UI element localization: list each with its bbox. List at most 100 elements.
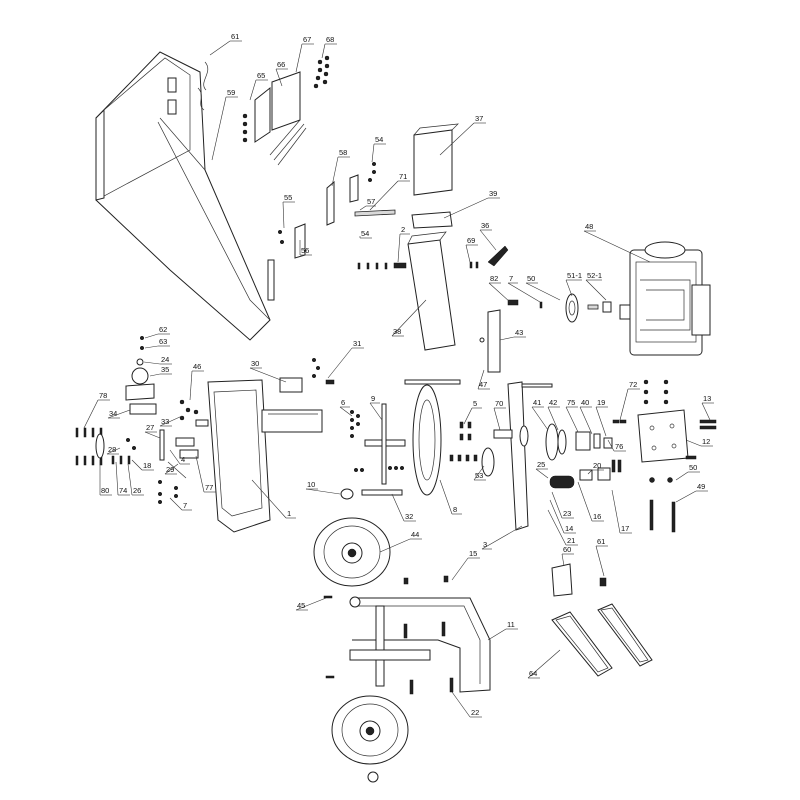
callout-number: 61: [231, 32, 239, 41]
callout-number: 24: [161, 355, 169, 364]
callout-c68: 68: [321, 35, 337, 59]
callout-number: 67: [303, 35, 311, 44]
belt-guard-bracket: [551, 563, 607, 597]
callout-number: 34: [109, 409, 117, 418]
callout-leader-line: [115, 461, 119, 496]
callout-number: 65: [257, 71, 265, 80]
callout-c44: 44: [379, 530, 422, 553]
callout-number: 59: [227, 88, 235, 97]
callout-leader-line: [675, 471, 689, 481]
wheel-upper: [313, 517, 391, 587]
callout-number: 78: [99, 391, 107, 400]
callout-c19: 19: [595, 398, 608, 437]
callout-c56: 56: [299, 240, 312, 256]
callout-number: 63: [159, 337, 167, 346]
engine: [619, 241, 711, 356]
callout-c4: 4: [169, 449, 190, 465]
callout-number: 48: [585, 222, 593, 231]
chute-brackets-group: [277, 161, 396, 259]
callout-leader-line: [481, 525, 523, 550]
callout-c67: 67: [295, 35, 314, 73]
callout-number: 71: [399, 172, 407, 181]
callout-leader-line: [611, 489, 621, 534]
callout-leader-line: [209, 40, 231, 56]
callout-number: 7: [183, 501, 187, 510]
callout-leader-line: [583, 230, 651, 263]
callout-number: 5: [473, 399, 477, 408]
callout-c7a: 7: [507, 274, 541, 303]
callout-leader-line: [295, 597, 327, 611]
callout-number: 52-1: [587, 271, 602, 280]
callout-c62: 62: [144, 325, 170, 339]
callout-leader-line: [391, 299, 427, 337]
callout-c57: 57: [359, 197, 376, 211]
callout-leader-line: [275, 68, 283, 87]
discharge-chute-group: [407, 123, 501, 373]
callout-c41: 41: [531, 398, 549, 431]
callout-c53: 53: [473, 465, 486, 481]
callout-c77: 77: [195, 455, 216, 493]
callout-c76: 76: [607, 439, 626, 452]
callout-leader-line: [369, 402, 383, 421]
callout-c82: 82: [488, 274, 511, 303]
callout-c74: 74: [115, 461, 130, 496]
callout-c6: 6: [339, 398, 353, 417]
callout-leader-line: [525, 282, 561, 301]
callout-number: 61: [597, 537, 605, 546]
callout-leader-line: [127, 463, 133, 496]
callout-leader-line: [579, 406, 593, 435]
callout-number: 69: [467, 236, 475, 245]
callout-number: 82: [490, 274, 498, 283]
callout-number: 41: [533, 398, 541, 407]
callout-c40: 40: [579, 398, 593, 435]
callout-leader-line: [397, 233, 401, 263]
callout-number: 47: [479, 380, 487, 389]
callout-number: 29: [166, 465, 174, 474]
callout-c80: 80: [99, 460, 112, 496]
callout-leader-line: [369, 180, 399, 211]
callout-c32: 32: [391, 493, 416, 522]
callout-c17: 17: [611, 489, 632, 534]
callout-number: 75: [567, 398, 575, 407]
callout-leader-line: [565, 279, 573, 297]
wheel-frame: [323, 575, 491, 695]
callout-c39: 39: [443, 189, 500, 219]
side-plate-and-bearing: [481, 381, 627, 531]
callout-c42: 42: [547, 398, 560, 431]
callout-leader-line: [535, 468, 549, 479]
callout-c61a: 61: [209, 32, 242, 56]
callout-c71: 71: [369, 172, 410, 211]
callout-number: 50: [689, 463, 697, 472]
callout-leader-line: [295, 43, 303, 73]
callout-leader-line: [331, 156, 339, 187]
callout-leader-line: [379, 538, 411, 553]
callout-leader-line: [477, 369, 485, 390]
callout-c64: 64: [527, 649, 561, 679]
callout-c58: 58: [331, 148, 350, 187]
callout-c1: 1: [251, 479, 296, 519]
callout-number: 25: [537, 460, 545, 469]
callout-number: 77: [205, 483, 213, 492]
engine-pulley-group: [507, 293, 612, 323]
callout-number: 15: [469, 549, 477, 558]
rubber-flaps-group: [197, 55, 330, 166]
callout-c38: 38: [391, 299, 427, 337]
callout-number: 17: [621, 524, 629, 533]
callout-leader-line: [83, 399, 99, 429]
callout-leader-line: [479, 229, 497, 251]
callout-leader-line: [587, 469, 593, 475]
callout-number: 76: [615, 442, 623, 451]
callout-c8: 8: [439, 479, 462, 515]
callout-c59: 59: [211, 88, 238, 161]
callout-c14: 14: [549, 499, 576, 534]
callout-number: 28: [108, 445, 116, 454]
left-small-parts: [125, 335, 157, 415]
callout-number: 32: [405, 512, 413, 521]
callout-c65: 65: [249, 71, 268, 101]
callout-number: 57: [367, 197, 375, 206]
callout-number: 46: [193, 362, 201, 371]
callout-leader-line: [189, 370, 193, 401]
callout-number: 14: [565, 524, 573, 533]
bolt-row-top: [357, 245, 509, 270]
callout-c31: 31: [327, 339, 364, 379]
